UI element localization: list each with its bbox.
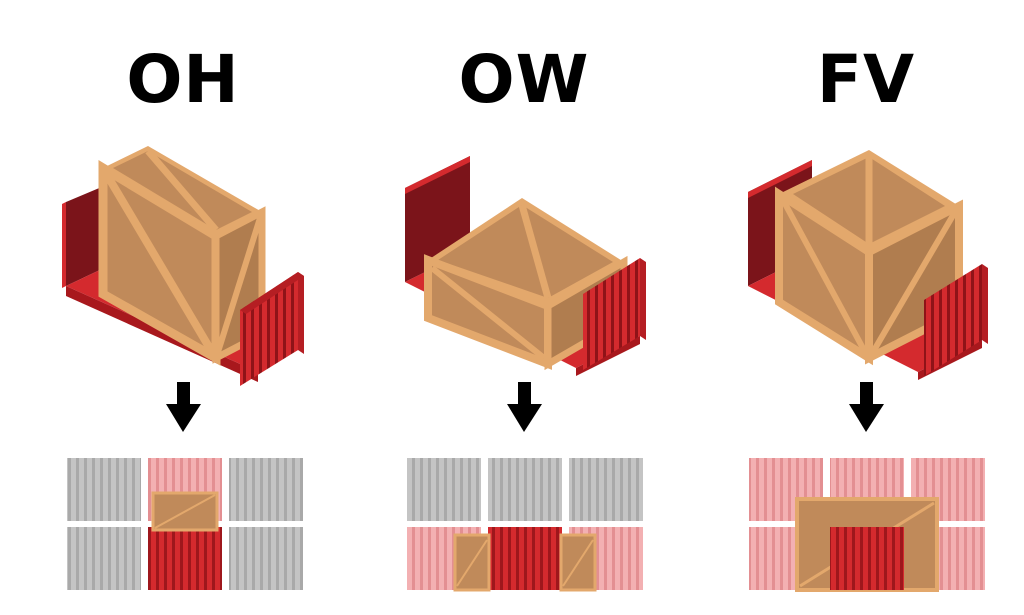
ow-arrow-down — [507, 382, 542, 432]
oh-crate — [98, 146, 266, 366]
fv-rack-front-door — [924, 264, 982, 376]
fv-stowage-grid — [749, 458, 985, 592]
grid-slot-flatrack — [148, 527, 222, 590]
oh-rack-back-wall — [66, 186, 104, 286]
grid-slot — [488, 458, 562, 521]
fv-flatrack-illustration — [748, 150, 988, 380]
oh-flatrack-illustration — [62, 146, 304, 386]
grid-slot — [569, 458, 643, 521]
ow-stowage-grid — [407, 458, 643, 592]
oh-arrow-down — [166, 382, 201, 432]
fv-arrow-down — [849, 382, 884, 432]
oh-stowage-grid — [67, 458, 303, 590]
grid-slot — [229, 458, 303, 521]
grid-slot-flatrack — [830, 527, 904, 590]
ow-flatrack-illustration — [405, 156, 646, 376]
ow-crate — [424, 198, 628, 371]
grid-slot-flatrack — [488, 527, 562, 590]
grid-slot — [407, 458, 481, 521]
ow-rack-front-door — [583, 258, 640, 370]
grid-slot — [67, 527, 141, 590]
grid-slot — [67, 458, 141, 521]
panel-title-ow: OW — [458, 41, 590, 118]
panel-title-fv: FV — [816, 41, 916, 118]
panel-title-oh: OH — [126, 41, 240, 118]
grid-slot — [229, 527, 303, 590]
